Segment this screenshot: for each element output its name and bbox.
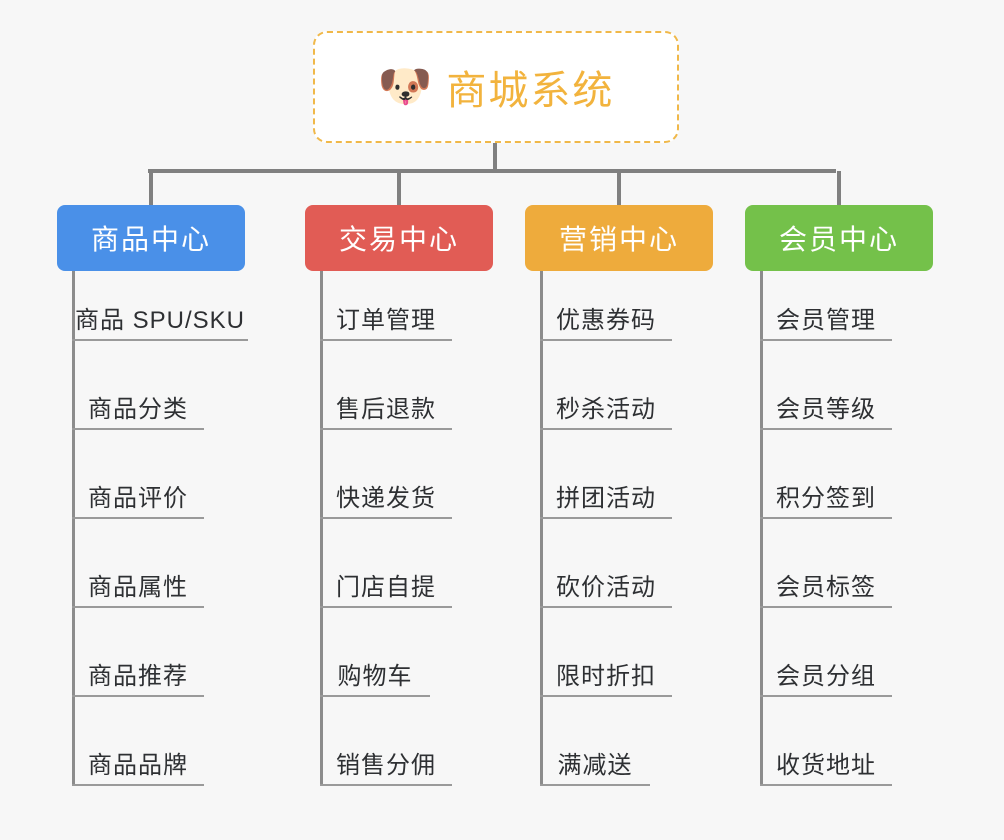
connector-horizontal-bus — [148, 169, 836, 173]
list-item[interactable]: 会员分组 — [760, 651, 892, 697]
list-item[interactable]: 会员等级 — [760, 384, 892, 430]
list-item-label: 积分签到 — [776, 485, 876, 512]
list-item[interactable]: 商品推荐 — [72, 651, 204, 697]
list-item-label: 商品分类 — [88, 396, 188, 423]
list-item-label: 会员管理 — [776, 307, 876, 334]
root-node-mall-system[interactable]: 🐶 商城系统 — [313, 31, 679, 143]
list-item[interactable]: 快递发货 — [320, 473, 452, 519]
list-item[interactable]: 售后退款 — [320, 384, 452, 430]
list-item[interactable]: 满减送 — [540, 740, 650, 786]
list-item-label: 商品属性 — [88, 574, 188, 601]
list-item[interactable]: 会员标签 — [760, 562, 892, 608]
list-item-label: 商品 SPU/SKU — [74, 307, 246, 334]
dog-face-icon: 🐶 — [377, 62, 433, 111]
category-label: 商品中心 — [90, 224, 211, 255]
list-item[interactable]: 限时折扣 — [540, 651, 672, 697]
category-label: 会员中心 — [778, 224, 899, 255]
list-item[interactable]: 销售分佣 — [320, 740, 452, 786]
list-item[interactable]: 商品属性 — [72, 562, 204, 608]
connector-root-vertical — [493, 143, 497, 171]
category-box-marketing-center[interactable]: 营销中心 — [525, 205, 713, 271]
category-box-product-center[interactable]: 商品中心 — [57, 205, 245, 271]
list-item-label: 限时折扣 — [556, 663, 656, 690]
list-item-label: 会员标签 — [776, 574, 876, 601]
category-label: 交易中心 — [338, 224, 459, 255]
list-item-label: 销售分佣 — [336, 752, 436, 779]
list-item-label: 商品推荐 — [88, 663, 188, 690]
list-item-label: 订单管理 — [336, 307, 436, 334]
page-title: 商城系统 — [446, 69, 615, 113]
list-item[interactable]: 订单管理 — [320, 295, 452, 341]
connector-drop-trade-center — [397, 171, 401, 205]
list-item[interactable]: 商品品牌 — [72, 740, 204, 786]
list-item-label: 购物车 — [337, 663, 413, 690]
list-item-label: 快递发货 — [336, 485, 436, 512]
list-item-label: 砍价活动 — [556, 574, 656, 601]
list-item-label: 售后退款 — [336, 396, 436, 423]
list-item-label: 会员分组 — [776, 663, 876, 690]
list-item-label: 商品品牌 — [88, 752, 188, 779]
list-item-label: 满减送 — [557, 752, 633, 779]
list-item[interactable]: 拼团活动 — [540, 473, 672, 519]
list-item[interactable]: 门店自提 — [320, 562, 452, 608]
list-item-label: 优惠券码 — [556, 307, 656, 334]
list-item-label: 拼团活动 — [556, 485, 656, 512]
connector-drop-marketing-center — [617, 171, 621, 205]
list-item[interactable]: 砍价活动 — [540, 562, 672, 608]
column-spine-member-center — [760, 271, 763, 786]
category-box-member-center[interactable]: 会员中心 — [745, 205, 933, 271]
list-item[interactable]: 商品评价 — [72, 473, 204, 519]
list-item[interactable]: 商品分类 — [72, 384, 204, 430]
list-item-label: 秒杀活动 — [556, 396, 656, 423]
list-item-label: 门店自提 — [336, 574, 436, 601]
list-item[interactable]: 购物车 — [320, 651, 430, 697]
column-spine-product-center — [72, 271, 75, 786]
column-spine-trade-center — [320, 271, 323, 786]
list-item[interactable]: 秒杀活动 — [540, 384, 672, 430]
list-item[interactable]: 积分签到 — [760, 473, 892, 519]
list-item-label: 收货地址 — [776, 752, 876, 779]
list-item[interactable]: 商品 SPU/SKU — [72, 295, 248, 341]
list-item[interactable]: 优惠券码 — [540, 295, 672, 341]
list-item[interactable]: 收货地址 — [760, 740, 892, 786]
connector-drop-member-center — [837, 171, 841, 205]
list-item-label: 会员等级 — [776, 396, 876, 423]
column-spine-marketing-center — [540, 271, 543, 786]
connector-drop-product-center — [149, 171, 153, 205]
list-item[interactable]: 会员管理 — [760, 295, 892, 341]
category-label: 营销中心 — [558, 224, 679, 255]
category-box-trade-center[interactable]: 交易中心 — [305, 205, 493, 271]
list-item-label: 商品评价 — [88, 485, 188, 512]
